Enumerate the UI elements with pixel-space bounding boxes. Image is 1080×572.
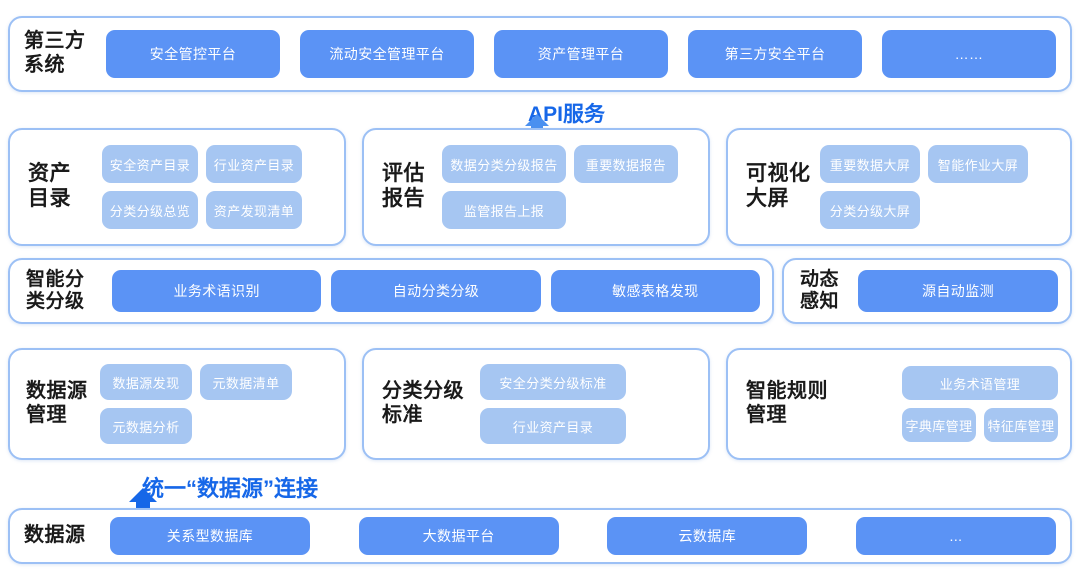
panel-title-assessment-report: 评估 报告 <box>382 162 425 210</box>
panel-title-rule-manage: 智能规则 管理 <box>746 380 828 426</box>
chip-group-visual-screen: 重要数据大屏 智能作业大屏 分类分级大屏 <box>820 145 1058 229</box>
panel-visual-screen: 可视化 大屏 重要数据大屏 智能作业大屏 分类分级大屏 <box>726 128 1072 246</box>
panel-data-source: 数据源 关系型数据库 大数据平台 云数据库 ... <box>8 508 1072 564</box>
chip-third-party-1[interactable]: 流动安全管理平台 <box>300 30 474 78</box>
chip-group-asset-catalog: 安全资产目录 行业资产目录 分类分级总览 资产发现清单 <box>102 145 332 229</box>
chip-group-dynamic-sense: 源自动监测 <box>858 270 1058 312</box>
chip-smart-classify-0[interactable]: 业务术语识别 <box>112 270 322 312</box>
connector-unified-source: 统一“数据源”连接 <box>128 471 319 516</box>
chip-rule-manage-1[interactable]: 字典库管理 <box>902 408 976 442</box>
panel-classify-standard: 分类分级 标准 安全分类分级标准 行业资产目录 <box>362 348 710 460</box>
chip-assessment-report-0[interactable]: 数据分类分级报告 <box>442 145 566 183</box>
chip-source-manage-2[interactable]: 元数据分析 <box>100 408 192 444</box>
chip-group-smart-classify: 业务术语识别 自动分类分级 敏感表格发现 <box>112 270 760 312</box>
panel-smart-classify: 智能分 类分级 业务术语识别 自动分类分级 敏感表格发现 <box>8 258 774 324</box>
panel-source-manage: 数据源 管理 数据源发现 元数据清单 元数据分析 <box>8 348 346 460</box>
chip-third-party-0[interactable]: 安全管控平台 <box>106 30 280 78</box>
panel-title-classify-standard: 分类分级 标准 <box>382 380 464 426</box>
panel-rule-manage: 智能规则 管理 业务术语管理 字典库管理 特征库管理 <box>726 348 1072 460</box>
chip-third-party-2[interactable]: 资产管理平台 <box>494 30 668 78</box>
chip-asset-catalog-0[interactable]: 安全资产目录 <box>102 145 198 183</box>
chip-visual-screen-2[interactable]: 分类分级大屏 <box>820 191 920 229</box>
chip-rule-manage-2[interactable]: 特征库管理 <box>984 408 1058 442</box>
chip-third-party-3[interactable]: 第三方安全平台 <box>688 30 862 78</box>
chip-group-third-party: 安全管控平台 流动安全管理平台 资产管理平台 第三方安全平台 …… <box>106 30 1056 78</box>
chip-third-party-4[interactable]: …… <box>882 30 1056 78</box>
chip-assessment-report-2[interactable]: 监管报告上报 <box>442 191 566 229</box>
panel-title-source-manage: 数据源 管理 <box>26 380 88 426</box>
chip-source-manage-0[interactable]: 数据源发现 <box>100 364 192 400</box>
chip-classify-standard-0[interactable]: 安全分类分级标准 <box>480 364 626 400</box>
chip-group-data-source: 关系型数据库 大数据平台 云数据库 ... <box>110 517 1056 555</box>
panel-title-asset-catalog: 资产 目录 <box>28 162 71 210</box>
panel-title-third-party: 第三方 系统 <box>24 30 86 76</box>
panel-third-party-systems: 第三方 系统 安全管控平台 流动安全管理平台 资产管理平台 第三方安全平台 …… <box>8 16 1072 92</box>
connector-api-label: API服务 <box>528 103 606 126</box>
panel-title-visual-screen: 可视化 大屏 <box>746 162 811 210</box>
chip-source-manage-1[interactable]: 元数据清单 <box>200 364 292 400</box>
chip-asset-catalog-3[interactable]: 资产发现清单 <box>206 191 302 229</box>
chip-asset-catalog-2[interactable]: 分类分级总览 <box>102 191 198 229</box>
chip-dynamic-sense-0[interactable]: 源自动监测 <box>858 270 1058 312</box>
panel-title-data-source: 数据源 <box>24 524 86 547</box>
chip-group-source-manage: 数据源发现 元数据清单 元数据分析 <box>100 364 332 444</box>
panel-asset-catalog: 资产 目录 安全资产目录 行业资产目录 分类分级总览 资产发现清单 <box>8 128 346 246</box>
chip-data-source-1[interactable]: 大数据平台 <box>358 517 559 555</box>
panel-dynamic-sense: 动态 感知 源自动监测 <box>782 258 1072 324</box>
chip-data-source-2[interactable]: 云数据库 <box>607 517 808 555</box>
chip-assessment-report-1[interactable]: 重要数据报告 <box>574 145 678 183</box>
chip-visual-screen-1[interactable]: 智能作业大屏 <box>928 145 1028 183</box>
chip-smart-classify-2[interactable]: 敏感表格发现 <box>550 270 760 312</box>
chip-rule-manage-0[interactable]: 业务术语管理 <box>902 366 1058 400</box>
chip-visual-screen-0[interactable]: 重要数据大屏 <box>820 145 920 183</box>
chip-asset-catalog-1[interactable]: 行业资产目录 <box>206 145 302 183</box>
chip-group-classify-standard: 安全分类分级标准 行业资产目录 <box>480 364 696 444</box>
panel-title-dynamic-sense: 动态 感知 <box>800 268 840 312</box>
panel-assessment-report: 评估 报告 数据分类分级报告 重要数据报告 监管报告上报 <box>362 128 710 246</box>
chip-classify-standard-1[interactable]: 行业资产目录 <box>480 408 626 444</box>
connector-api-service: API服务 <box>524 99 606 138</box>
chip-group-rule-manage: 业务术语管理 字典库管理 特征库管理 <box>844 366 1058 442</box>
connector-unified-source-label: 统一“数据源”连接 <box>142 476 319 501</box>
chip-data-source-0[interactable]: 关系型数据库 <box>110 517 310 555</box>
chip-group-assessment-report: 数据分类分级报告 重要数据报告 监管报告上报 <box>442 145 696 229</box>
chip-data-source-3[interactable]: ... <box>855 517 1056 555</box>
panel-title-smart-classify: 智能分 类分级 <box>26 268 85 312</box>
chip-smart-classify-1[interactable]: 自动分类分级 <box>331 270 541 312</box>
